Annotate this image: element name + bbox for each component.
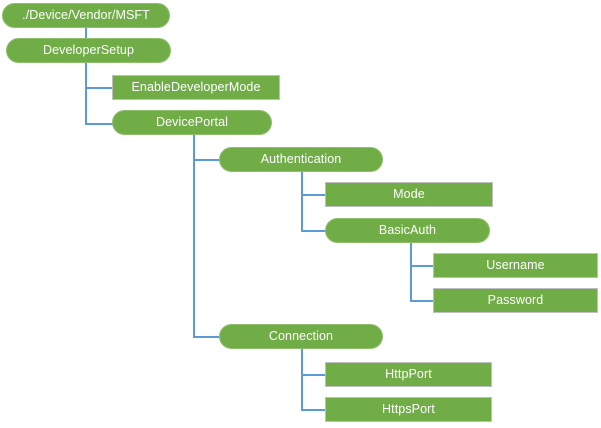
node-label-developersetup: DeveloperSetup bbox=[42, 43, 135, 58]
connector-authentication-to-mode bbox=[301, 194, 326, 196]
connector-deviceportal-to-authentication bbox=[193, 159, 220, 161]
connector-connection-trunk bbox=[301, 348, 303, 410]
node-connection[interactable]: Connection bbox=[219, 324, 383, 349]
node-username[interactable]: Username bbox=[433, 253, 598, 278]
node-label-password: Password bbox=[487, 293, 544, 308]
node-label-deviceportal: DevicePortal bbox=[155, 115, 229, 130]
node-httpsport[interactable]: HttpsPort bbox=[325, 397, 492, 422]
node-label-authentication: Authentication bbox=[260, 152, 342, 167]
connector-developersetup-to-enabledevelopermode bbox=[85, 87, 113, 89]
connector-deviceportal-trunk bbox=[193, 134, 195, 337]
node-enabledevelopermode[interactable]: EnableDeveloperMode bbox=[112, 75, 280, 100]
node-root[interactable]: ./Device/Vendor/MSFT bbox=[2, 3, 170, 28]
node-label-httpsport: HttpsPort bbox=[382, 402, 435, 417]
connector-connection-to-httpport bbox=[301, 374, 326, 376]
node-mode[interactable]: Mode bbox=[325, 182, 493, 207]
node-basicauth[interactable]: BasicAuth bbox=[325, 218, 490, 243]
node-label-httpport: HttpPort bbox=[385, 367, 432, 382]
node-developersetup[interactable]: DeveloperSetup bbox=[6, 38, 171, 63]
connector-root-to-developersetup bbox=[85, 27, 87, 39]
node-httpport[interactable]: HttpPort bbox=[325, 362, 492, 387]
connector-developersetup-trunk bbox=[85, 62, 87, 124]
node-password[interactable]: Password bbox=[433, 288, 598, 313]
node-label-mode: Mode bbox=[393, 187, 425, 202]
connector-developersetup-to-deviceportal bbox=[85, 123, 113, 125]
connector-basicauth-trunk bbox=[410, 242, 412, 301]
connector-deviceportal-to-connection bbox=[193, 336, 220, 338]
connector-authentication-trunk bbox=[301, 171, 303, 231]
connector-basicauth-to-username bbox=[410, 265, 434, 267]
node-label-enabledevelopermode: EnableDeveloperMode bbox=[131, 80, 261, 95]
node-label-root: ./Device/Vendor/MSFT bbox=[22, 8, 150, 23]
node-label-username: Username bbox=[486, 258, 545, 273]
node-label-connection: Connection bbox=[268, 329, 334, 344]
node-deviceportal[interactable]: DevicePortal bbox=[112, 110, 272, 135]
connector-authentication-to-basicauth bbox=[301, 230, 326, 232]
connector-basicauth-to-password bbox=[410, 300, 434, 302]
node-authentication[interactable]: Authentication bbox=[219, 147, 383, 172]
connector-connection-to-httpsport bbox=[301, 409, 326, 411]
node-label-basicauth: BasicAuth bbox=[378, 223, 437, 238]
